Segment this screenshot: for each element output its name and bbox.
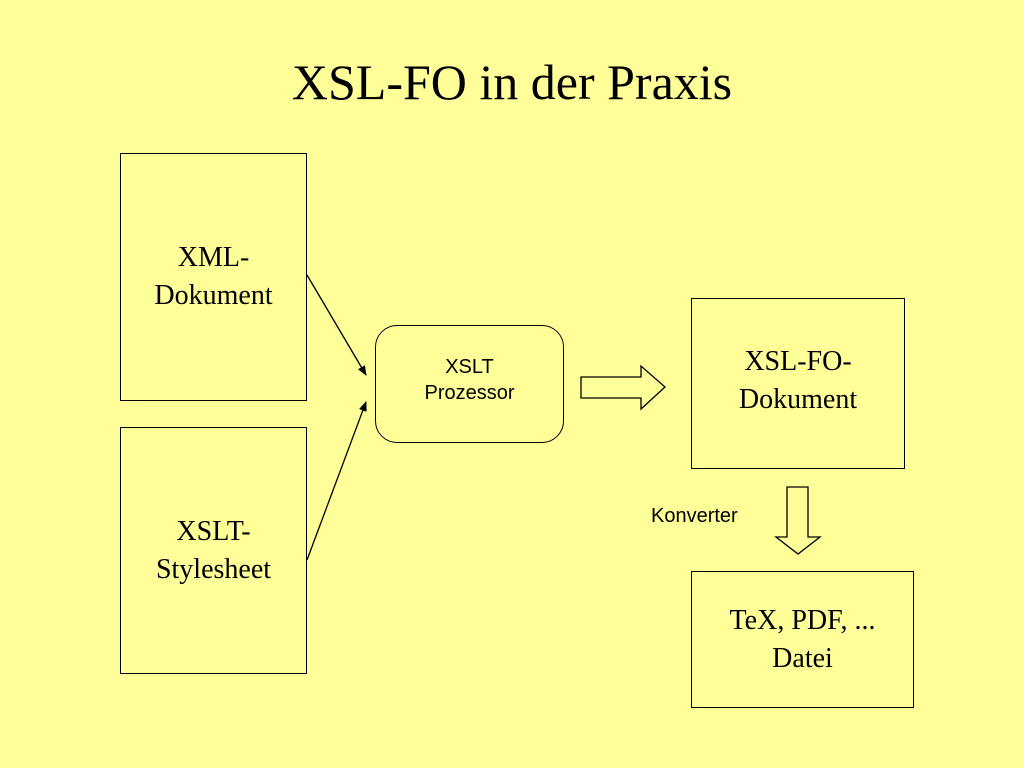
- xslt-processor-box: XSLT Prozessor: [375, 325, 564, 443]
- xslfo-document-box: XSL-FO- Dokument: [691, 298, 905, 469]
- xml-document-label-line1: XML-: [177, 242, 250, 273]
- arrow-stylesheet-to-processor: [306, 401, 367, 561]
- arrow-xml-to-processor: [306, 274, 367, 376]
- xslt-processor-label-line1: XSLT: [445, 356, 494, 378]
- block-arrow-down: [774, 486, 822, 555]
- xslt-stylesheet-label-line2: Stylesheet: [155, 553, 272, 585]
- output-file-label-line2: Datei: [772, 642, 833, 674]
- xslfo-document-label-line2: Dokument: [738, 384, 858, 415]
- output-file-box: TeX, PDF, ... Datei: [691, 571, 914, 708]
- xml-document-label-line2: Dokument: [154, 280, 273, 311]
- slide-title: XSL-FO in der Praxis: [291, 54, 733, 110]
- xslfo-document-label-line1: XSL-FO-: [744, 346, 852, 377]
- block-arrow-right: [580, 364, 666, 411]
- xml-document-box: XML- Dokument: [120, 153, 307, 401]
- xslt-processor-label-line2: Prozessor: [424, 382, 515, 404]
- output-file-label-line1: TeX, PDF, ...: [729, 604, 876, 636]
- xslt-stylesheet-label-line1: XSLT-: [176, 515, 251, 547]
- converter-label: Konverter: [651, 505, 738, 527]
- xslt-stylesheet-box: XSLT- Stylesheet: [120, 427, 307, 674]
